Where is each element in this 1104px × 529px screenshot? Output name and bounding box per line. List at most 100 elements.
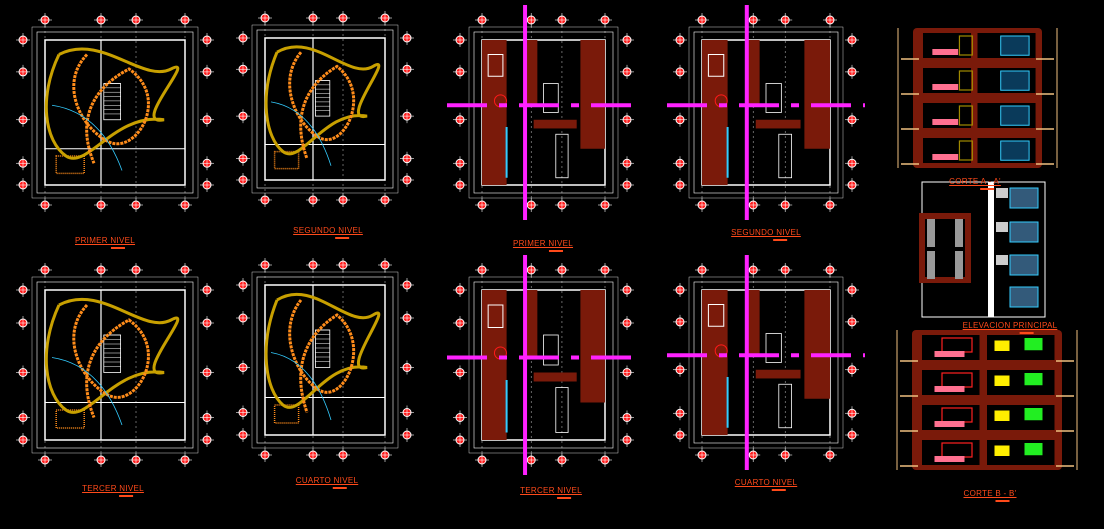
stair-detail	[273, 404, 300, 424]
window-small	[996, 188, 1008, 198]
wall-block	[533, 119, 577, 129]
stair	[765, 83, 782, 113]
label-segundo-nivel-arch: SEGUNDO NIVEL	[293, 226, 363, 239]
wall-block	[533, 372, 577, 382]
section-corte-b	[896, 330, 1078, 470]
wall-outline	[44, 289, 186, 441]
furniture	[994, 445, 1010, 456]
stair-detail	[55, 155, 85, 175]
glass-panel	[1000, 70, 1030, 91]
arch-plan-primer-nivel	[16, 13, 214, 212]
swing-line	[51, 357, 123, 426]
furniture	[1024, 408, 1043, 421]
hatch-curve	[288, 51, 356, 160]
stair	[778, 133, 792, 179]
dimension-line	[36, 31, 194, 194]
wall-block	[804, 290, 830, 399]
furniture	[932, 119, 959, 125]
label-corte-b: CORTE B - B'	[963, 489, 1017, 502]
section-outline	[913, 28, 1042, 168]
arch-plan-segundo-nivel	[236, 11, 414, 207]
stair	[314, 329, 331, 368]
window-glass	[955, 251, 963, 279]
wall-block	[580, 40, 605, 149]
window-glass	[927, 219, 935, 247]
wall-block	[755, 119, 801, 129]
room-fixture	[707, 54, 725, 77]
furniture	[934, 456, 965, 462]
door	[958, 105, 973, 126]
arch-plan-tercer-nivel	[16, 263, 214, 467]
swing-line	[51, 104, 123, 171]
label-segundo-nivel-str: SEGUNDO NIVEL	[731, 228, 801, 241]
hatch-curve	[288, 299, 356, 413]
swing-line	[270, 101, 332, 166]
label-elevacion-principal: ELEVACION PRINCIPAL	[962, 321, 1058, 334]
wall-block	[746, 290, 760, 356]
window	[1009, 221, 1039, 243]
stair	[555, 133, 569, 179]
furniture	[994, 375, 1010, 386]
section-outline	[912, 330, 1062, 470]
door	[958, 35, 973, 56]
wall-block	[525, 290, 538, 358]
wall-block	[580, 290, 605, 403]
dimension-line	[36, 281, 194, 449]
dimension-line	[256, 276, 394, 444]
dimension-line	[256, 29, 394, 189]
furniture	[1024, 338, 1043, 351]
str-plan-segundo-nivel	[667, 5, 865, 220]
furniture	[932, 84, 959, 90]
str-plan-cuarto-nivel	[667, 255, 865, 470]
furniture	[932, 49, 959, 55]
wall-block	[804, 40, 830, 149]
window-small	[996, 222, 1008, 232]
dimension-line	[251, 24, 399, 194]
hatch-curve	[264, 292, 381, 409]
label-cuarto-nivel-arch: CUARTO NIVEL	[295, 476, 359, 489]
window-glass	[955, 219, 963, 247]
label-primer-nivel-arch: PRIMER NIVEL	[74, 236, 136, 249]
label-tercer-nivel-str: TERCER NIVEL	[520, 486, 582, 499]
dimension-line	[473, 281, 614, 449]
window-small	[996, 255, 1008, 265]
wall-outline	[264, 37, 386, 181]
furniture	[994, 410, 1010, 421]
window	[1009, 254, 1039, 276]
wall-block	[525, 40, 538, 106]
door	[958, 140, 973, 161]
room-fixture	[487, 54, 504, 77]
door	[958, 70, 973, 91]
dimension-line	[688, 276, 844, 449]
stair	[103, 83, 122, 121]
hatch-curve	[72, 53, 150, 164]
dimension-line	[468, 276, 619, 454]
stair	[543, 334, 559, 366]
label-tercer-nivel-arch: TERCER NIVEL	[82, 484, 144, 497]
furniture	[1024, 373, 1043, 386]
dimension-line	[468, 26, 619, 199]
glass-panel	[1000, 140, 1030, 161]
window	[1009, 286, 1039, 308]
column	[988, 182, 994, 317]
label-cuarto-nivel-str: CUARTO NIVEL	[734, 478, 798, 491]
dimension-line	[693, 281, 839, 444]
stair	[314, 80, 331, 117]
hatch-curve	[44, 297, 180, 414]
room-fixture	[707, 304, 725, 327]
wall-outline	[264, 284, 386, 436]
section-corte-a	[897, 28, 1058, 168]
stair	[765, 333, 782, 363]
str-plan-primer-nivel	[447, 5, 640, 220]
label-primer-nivel-str: PRIMER NIVEL	[512, 239, 574, 252]
furniture	[934, 421, 965, 427]
glass-panel	[1000, 105, 1030, 126]
window	[1009, 187, 1039, 209]
hatch-curve	[264, 45, 381, 156]
furniture	[1024, 443, 1043, 456]
hatch-curve	[44, 47, 180, 160]
stair	[555, 387, 569, 433]
room-fixture	[487, 304, 504, 328]
label-corte-a: CORTE A - A'	[949, 177, 1001, 190]
